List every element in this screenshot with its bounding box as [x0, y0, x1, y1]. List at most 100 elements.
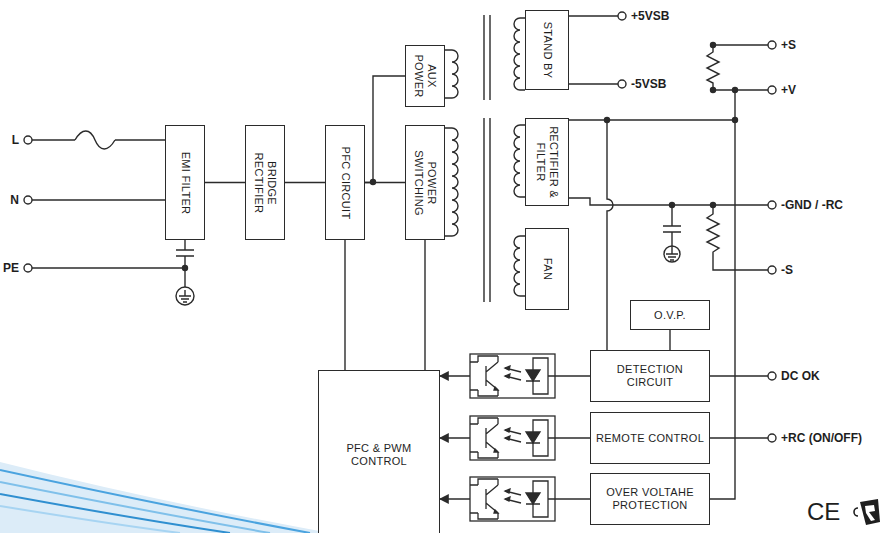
terminal-label: PE — [2, 261, 20, 275]
terminal — [24, 136, 32, 144]
terminal-label: +S — [780, 38, 797, 52]
box-label: DETECTION CIRCUIT — [595, 363, 705, 389]
connector — [669, 330, 670, 350]
coil-winding — [452, 50, 458, 98]
capacitor-symbol — [176, 240, 194, 287]
terminal-label: -GND / -RC — [780, 198, 844, 212]
terminal — [768, 266, 776, 274]
phototransistor — [470, 418, 498, 458]
box-label: O.V.P. — [654, 309, 686, 322]
wire — [710, 376, 768, 438]
phototransistor — [470, 479, 498, 519]
led-leads — [526, 420, 555, 456]
box-label: EMI FILTER — [179, 132, 192, 233]
connector — [365, 76, 405, 183]
terminal — [768, 41, 776, 49]
terminal-label: -S — [780, 263, 794, 277]
swoosh-line — [0, 482, 270, 533]
led-symbol — [526, 370, 540, 381]
process-box: FAN — [525, 228, 569, 310]
terminal — [24, 196, 32, 204]
resistor-symbol — [707, 45, 768, 90]
coil-winding — [514, 125, 520, 197]
optocoupler-body — [470, 354, 555, 398]
optocoupler-symbol — [470, 354, 555, 398]
terminal-label: -5VSB — [630, 77, 667, 91]
wire — [32, 139, 75, 140]
light-arrowheads — [505, 366, 510, 378]
swoosh-decoration — [0, 462, 330, 533]
box-label: FAN — [541, 235, 554, 303]
wire — [445, 50, 452, 236]
swoosh-line — [0, 470, 310, 533]
terminal-label: +5VSB — [630, 9, 670, 23]
coil-winding — [514, 18, 520, 90]
terminal — [618, 12, 626, 20]
wire — [569, 90, 768, 499]
ground-symbol — [176, 287, 194, 305]
ur-mark-letters — [865, 505, 875, 521]
terminal — [768, 86, 776, 94]
box-label: PFC & PWM CONTROL — [323, 442, 435, 468]
connector — [344, 240, 345, 370]
terminal-label: DC OK — [780, 369, 821, 383]
box-label: OVER VOLTAHE PROTECTION — [595, 486, 705, 512]
box-label: REMOTE CONTROL — [596, 432, 704, 445]
wire — [32, 199, 165, 200]
process-box: REMOTE CONTROL — [590, 412, 710, 464]
terminal — [24, 264, 32, 272]
optocoupler-symbol — [470, 416, 555, 460]
phototransistor — [470, 356, 498, 396]
ur-mark-c — [854, 508, 858, 516]
process-box: PFC & PWM CONTROL — [318, 370, 440, 533]
process-box: PFC CIRCUIT — [325, 125, 365, 240]
resistor-symbol — [707, 205, 768, 270]
led-leads — [526, 481, 555, 517]
optocouplers — [470, 354, 555, 521]
wire — [569, 198, 768, 205]
wire — [32, 267, 185, 268]
emitter-arrow — [494, 510, 498, 513]
process-box: AUX POWER — [405, 45, 445, 107]
process-box: OVER VOLTAHE PROTECTION — [590, 473, 710, 525]
connector — [365, 182, 405, 183]
terminal-label: +V — [780, 83, 797, 97]
process-box: POWER SWITCHING — [405, 125, 445, 240]
process-box: RECTIFIER & FILTER — [525, 118, 569, 206]
box-label: POWER SWITCHING — [412, 132, 438, 233]
terminal-label: L — [11, 133, 20, 147]
swoosh-fill — [0, 462, 330, 533]
process-box: O.V.P. — [630, 300, 710, 330]
capacitor-symbol — [663, 205, 681, 246]
process-box: BRIDGE RECTIFIER — [245, 125, 285, 240]
ground-symbol — [664, 246, 680, 262]
ground-symbol — [666, 246, 678, 260]
process-box: DETECTION CIRCUIT — [590, 350, 710, 402]
led-symbol — [526, 432, 540, 443]
led-symbol — [526, 493, 540, 504]
box-label: AUX POWER — [412, 52, 438, 100]
ground-symbol — [179, 290, 191, 302]
emitter-arrow — [494, 387, 498, 390]
connector — [205, 182, 245, 183]
emitter-arrow — [494, 449, 498, 452]
terminal — [768, 201, 776, 209]
led-leads — [526, 358, 555, 394]
transformer-core — [484, 15, 490, 302]
process-box: EMI FILTER — [165, 125, 205, 240]
connector — [285, 182, 325, 183]
terminal — [768, 434, 776, 442]
light-arrowheads — [505, 428, 510, 440]
wire — [607, 120, 613, 350]
wire — [115, 139, 165, 140]
optocoupler-body — [470, 477, 555, 521]
connector — [424, 240, 425, 370]
optocoupler-body — [470, 416, 555, 460]
swoosh-line — [0, 494, 230, 533]
wire — [569, 16, 618, 84]
junction-dot — [733, 88, 738, 93]
terminal — [768, 372, 776, 380]
certification-mark: CE — [806, 499, 841, 525]
terminal — [618, 80, 626, 88]
